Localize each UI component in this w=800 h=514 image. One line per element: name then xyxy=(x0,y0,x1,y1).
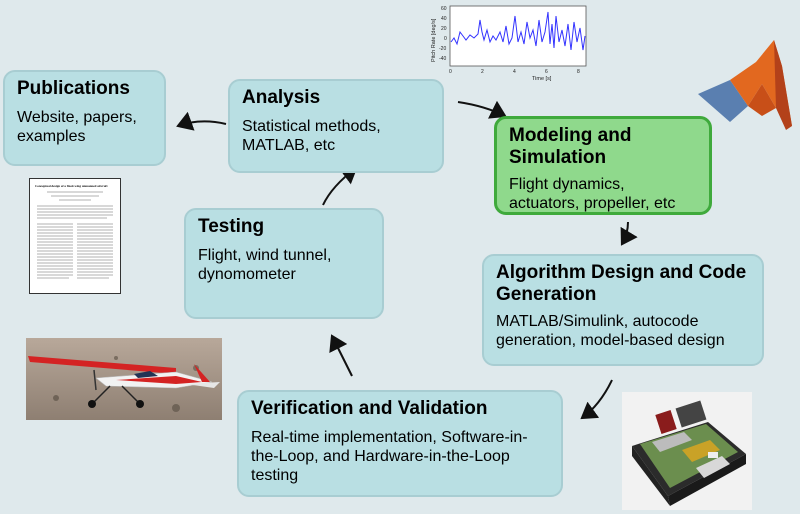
arrow-modeling-to-algorithm xyxy=(620,221,638,246)
analysis-title: Analysis xyxy=(242,87,321,108)
arrow-analysis-to-modeling xyxy=(457,100,507,119)
modeling-box: Modeling and Simulation Flight dynamics,… xyxy=(494,116,712,215)
algorithm-body: MATLAB/Simulink, autocode generation, mo… xyxy=(496,313,725,349)
plot-ylabel: Pitch Rate [deg/s] xyxy=(431,18,437,62)
plot-ytick: 0 xyxy=(444,36,447,42)
arrow-verification-to-testing xyxy=(329,334,353,377)
algorithm-title: Algorithm Design and Code Generation xyxy=(496,262,747,305)
verification-box: Verification and Validation Real-time im… xyxy=(237,390,563,497)
publications-body: Website, papers, examples xyxy=(17,109,137,145)
publications-box: Publications Website, papers, examples xyxy=(3,70,166,166)
plot-xlabel: Time [s] xyxy=(532,76,552,82)
testing-box: Testing Flight, wind tunnel, dynomometer xyxy=(184,208,384,319)
plot-xtick: 2 xyxy=(481,69,484,75)
arrow-algorithm-to-verification xyxy=(580,379,613,420)
plot-ytick: 40 xyxy=(441,16,447,22)
plot-signal-line xyxy=(450,11,586,51)
plot-xtick: 0 xyxy=(449,69,452,75)
plot-ytick: 20 xyxy=(441,26,447,32)
analysis-box: Analysis Statistical methods, MATLAB, et… xyxy=(228,79,444,173)
plot-ytick: 60 xyxy=(441,6,447,12)
hardware-photo xyxy=(622,392,752,510)
aircraft-photo xyxy=(26,338,222,420)
arrow-analysis-to-publications xyxy=(176,111,227,131)
arrow-testing-to-analysis xyxy=(322,166,358,206)
modeling-title: Modeling and Simulation xyxy=(509,125,632,168)
modeling-body: Flight dynamics, actuators, propeller, e… xyxy=(509,176,676,212)
analysis-body: Statistical methods, MATLAB, etc xyxy=(242,118,381,154)
algorithm-box: Algorithm Design and Code Generation MAT… xyxy=(482,254,764,366)
matlab-logo-icon xyxy=(698,40,792,130)
paper-thumbnail: Conceptual design of a fixed-wing unmann… xyxy=(29,178,121,294)
testing-title: Testing xyxy=(198,216,265,237)
plot-ytick: -40 xyxy=(439,56,446,62)
plot-xtick: 8 xyxy=(577,69,580,75)
testing-body: Flight, wind tunnel, dynomometer xyxy=(198,247,332,283)
plot-xtick: 4 xyxy=(513,69,516,75)
verification-title: Verification and Validation xyxy=(251,398,488,419)
pitch-rate-plot: Pitch Rate [deg/s] 60 40 20 0 -20 -40 0 … xyxy=(431,5,587,82)
plot-xtick: 6 xyxy=(545,69,548,75)
publications-title: Publications xyxy=(17,78,130,99)
paper-title: Conceptual design of a fixed-wing unmann… xyxy=(35,184,108,188)
plot-ytick: -20 xyxy=(439,46,446,52)
verification-body: Real-time implementation, Software-in-th… xyxy=(251,429,528,484)
